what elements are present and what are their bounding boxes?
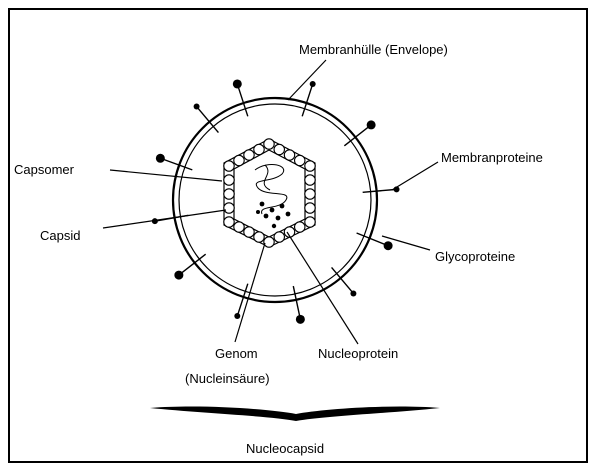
spike-stalk <box>363 189 397 192</box>
membrane-protein-knob <box>174 271 183 280</box>
spike-stalk <box>332 267 354 293</box>
glycoprotein-knob <box>194 104 200 110</box>
membrane-protein-knob <box>156 154 165 163</box>
capsomer-unit <box>224 175 234 185</box>
glycoprotein-knob <box>310 81 316 87</box>
capsomer-unit <box>274 144 284 154</box>
capsomer-unit <box>264 139 274 149</box>
nucleocapsid-brace <box>150 407 440 421</box>
capsomer-unit <box>234 222 244 232</box>
capsomer-unit <box>295 155 305 165</box>
capsomer-unit <box>224 161 234 171</box>
glycoprotein-knob <box>350 290 356 296</box>
capsomer-unit <box>295 222 305 232</box>
spike-stalk <box>197 107 219 133</box>
capsomer-unit <box>264 237 274 247</box>
label-genome-nucleic-acid: (Nucleinsäure) <box>185 371 270 386</box>
capsomer-unit <box>224 217 234 227</box>
capsomer-unit <box>234 155 244 165</box>
capsomer-unit <box>305 189 315 199</box>
membrane-proteins <box>152 79 400 323</box>
capsomer-unit <box>284 150 294 160</box>
capsomer-unit <box>305 175 315 185</box>
envelope <box>173 98 377 302</box>
capsomer-unit <box>244 150 254 160</box>
capsomer-unit <box>224 203 234 213</box>
membrane-protein-knob <box>384 241 393 250</box>
label-capsomer: Capsomer <box>14 162 75 177</box>
label-nucleoprotein: Nucleoprotein <box>318 346 398 361</box>
nucleoproteins <box>256 202 290 229</box>
label-capsid: Capsid <box>40 228 80 243</box>
spike-stalk <box>293 286 300 319</box>
glycoprotein-knob <box>234 313 240 319</box>
capsomer-unit <box>305 217 315 227</box>
capsomer-unit <box>244 227 254 237</box>
membrane-protein-knob <box>367 120 376 129</box>
label-membrane-proteins: Membranproteine <box>441 150 543 165</box>
capsomer-unit <box>305 203 315 213</box>
capsomer-unit <box>254 232 264 242</box>
capsomer-unit <box>274 232 284 242</box>
label-glycoproteins: Glycoproteine <box>435 249 515 264</box>
label-genome: Genom <box>215 346 258 361</box>
capsomer-unit <box>224 189 234 199</box>
label-envelope: Membranhülle (Envelope) <box>299 42 448 57</box>
capsomer-unit <box>254 144 264 154</box>
membrane-protein-knob <box>233 79 242 88</box>
label-nucleocapsid: Nucleocapsid <box>246 441 324 456</box>
membrane-protein-knob <box>296 315 305 324</box>
spike-stalk <box>357 233 389 246</box>
capsomer-unit <box>305 161 315 171</box>
